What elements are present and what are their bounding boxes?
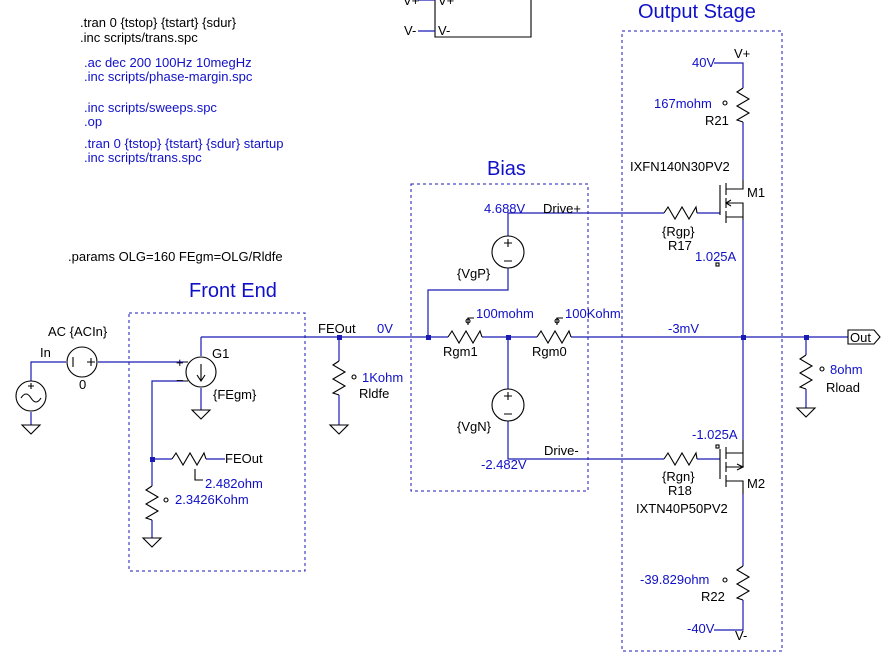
wires[interactable] bbox=[30, 62, 848, 631]
ac-input-source[interactable]: AC {ACIn} In bbox=[15, 324, 108, 412]
front-end-frame bbox=[128, 312, 306, 572]
rldfe-resistor[interactable]: 1Kohm Rldfe bbox=[331, 360, 403, 401]
ac-source-label: AC {ACIn} bbox=[48, 324, 108, 339]
directive-op[interactable]: .op bbox=[84, 114, 102, 129]
ground-resistor-value: 2.3426Kohm bbox=[175, 492, 249, 507]
g1-name: G1 bbox=[212, 346, 229, 361]
rldfe-name: Rldfe bbox=[359, 386, 389, 401]
m1-part: IXFN140N30PV2 bbox=[630, 159, 730, 174]
directive-tran-startup[interactable]: .tran 0 {tstop} {tstart} {sdur} startup bbox=[84, 136, 283, 151]
supply-pos-voltage: 40V bbox=[692, 55, 715, 70]
ammeter[interactable]: 0 bbox=[66, 346, 98, 392]
drive-plus-net: Drive+ bbox=[543, 201, 581, 216]
feedback-resistor-net: FEOut bbox=[225, 451, 263, 466]
feedback-resistor-value: 2.482ohm bbox=[205, 476, 263, 491]
supply-vminus-label: V- bbox=[404, 23, 416, 38]
out-port-label: Out bbox=[850, 330, 871, 345]
directive-ac[interactable]: .ac dec 200 100Hz 10megHz bbox=[84, 55, 252, 70]
supply-vplus-label: V+ bbox=[403, 0, 419, 8]
in-net-label: In bbox=[40, 345, 51, 360]
out-port[interactable]: Out bbox=[847, 329, 881, 345]
directive-inc-phase-margin[interactable]: .inc scripts/phase-margin.spc bbox=[84, 69, 253, 84]
r21-value: 167mohm bbox=[654, 96, 712, 111]
g1-transconductance-source[interactable]: + − G1 {FEgm} bbox=[176, 346, 257, 402]
m1-mosfet[interactable]: IXFN140N30PV2 M1 1.025A bbox=[630, 159, 765, 267]
directive-inc-sweeps[interactable]: .inc scripts/sweeps.spc bbox=[84, 100, 217, 115]
m2-part: IXTN40P50PV2 bbox=[636, 501, 728, 516]
vgn-source[interactable]: {VgN} bbox=[457, 388, 525, 434]
directive-tran[interactable]: .tran 0 {tstop} {tstart} {sdur} bbox=[80, 15, 237, 30]
rload-value: 8ohm bbox=[830, 362, 863, 377]
ground-resistor[interactable]: 2.3426Kohm bbox=[144, 485, 249, 521]
ground-icon bbox=[141, 537, 163, 548]
rload-resistor[interactable]: 8ohm Rload bbox=[798, 354, 863, 395]
r21-name: R21 bbox=[705, 113, 729, 128]
supply-vminus-pin: V- bbox=[438, 23, 450, 38]
supply-vplus-pin: V+ bbox=[438, 0, 454, 8]
front-end-title: Front End bbox=[189, 280, 277, 302]
r22-resistor[interactable]: -39.829ohm R22 bbox=[640, 565, 751, 604]
r22-name: R22 bbox=[701, 589, 725, 604]
supply-symbol-partial[interactable]: V+ V+ V- V- bbox=[403, 0, 532, 38]
r18-name: R18 bbox=[668, 483, 692, 498]
vplus-net: V+ bbox=[734, 46, 750, 61]
r18-value: {Rgn} bbox=[662, 469, 695, 484]
m1-name: M1 bbox=[747, 185, 765, 200]
rgm0-resistor[interactable]: 100Kohm Rgm0 bbox=[532, 306, 621, 359]
m1-current: 1.025A bbox=[695, 249, 737, 264]
r17-resistor[interactable]: {Rgp} R17 bbox=[662, 205, 698, 253]
r17-name: R17 bbox=[668, 238, 692, 253]
r21-resistor[interactable]: 167mohm R21 bbox=[654, 87, 751, 128]
junction-dots bbox=[150, 335, 809, 462]
out-voltage: -3mV bbox=[668, 321, 699, 336]
m2-name: M2 bbox=[747, 476, 765, 491]
drive-minus-net: Drive- bbox=[544, 443, 579, 458]
vgn-voltage: -2.482V bbox=[481, 457, 527, 472]
r17-value: {Rgp} bbox=[662, 224, 695, 239]
rldfe-value: 1Kohm bbox=[362, 370, 403, 385]
output-stage-frame bbox=[621, 30, 783, 652]
vminus-net: V- bbox=[735, 628, 747, 643]
rgm0-name: Rgm0 bbox=[532, 344, 567, 359]
vgn-name: {VgN} bbox=[457, 419, 492, 434]
m2-mosfet[interactable]: M2 IXTN40P50PV2 bbox=[636, 440, 765, 516]
r22-value: -39.829ohm bbox=[640, 572, 709, 587]
g1-minus-pin: − bbox=[176, 373, 184, 388]
feedback-resistor[interactable]: FEOut 2.482ohm bbox=[171, 451, 263, 491]
rload-name: Rload bbox=[826, 380, 860, 395]
feout-voltage: 0V bbox=[377, 321, 393, 336]
directive-inc-trans[interactable]: .inc scripts/trans.spc bbox=[80, 30, 198, 45]
feout-net-label: FEOut bbox=[318, 321, 356, 336]
ground-icon bbox=[190, 409, 212, 420]
directive-inc-trans-2[interactable]: .inc scripts/trans.spc bbox=[84, 150, 202, 165]
vgp-voltage: 4.688V bbox=[484, 201, 526, 216]
rgm1-value: 100mohm bbox=[476, 306, 534, 321]
ground-icon bbox=[20, 424, 42, 435]
supply-neg-voltage: -40V bbox=[687, 621, 715, 636]
ground-icon bbox=[328, 424, 350, 435]
output-stage-title: Output Stage bbox=[638, 1, 756, 23]
r18-resistor[interactable]: {Rgn} R18 bbox=[662, 451, 698, 498]
g1-plus-pin: + bbox=[176, 355, 184, 370]
m2-current: -1.025A bbox=[692, 427, 738, 442]
g1-value: {FEgm} bbox=[213, 387, 257, 402]
rgm0-value: 100Kohm bbox=[565, 306, 621, 321]
vgp-name: {VgP} bbox=[457, 266, 491, 281]
directive-params[interactable]: .params OLG=160 FEgm=OLG/Rldfe bbox=[68, 249, 283, 264]
m2-current-marker bbox=[715, 444, 720, 449]
bias-title: Bias bbox=[487, 158, 526, 180]
ground-icon bbox=[795, 407, 817, 418]
vgp-source[interactable]: {VgP} bbox=[457, 235, 525, 281]
rgm1-name: Rgm1 bbox=[443, 344, 478, 359]
ammeter-value: 0 bbox=[79, 377, 86, 392]
rgm1-resistor[interactable]: 100mohm Rgm1 bbox=[443, 306, 534, 359]
